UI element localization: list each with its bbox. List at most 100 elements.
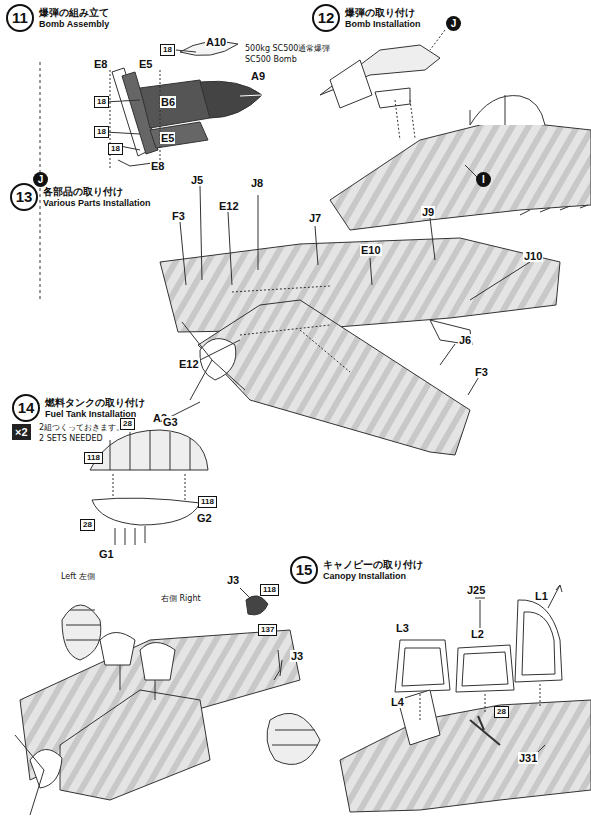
bomb-parts bbox=[200, 81, 262, 118]
bomb-parts bbox=[105, 50, 196, 150]
wing-plan-view bbox=[430, 320, 472, 345]
step-title-en: Canopy Installation bbox=[323, 571, 423, 582]
step-title-jp: 爆弾の組み立て bbox=[39, 7, 109, 19]
step-title-jp: 燃料タンクの取り付け bbox=[45, 397, 145, 409]
part-label: J10 bbox=[523, 250, 543, 262]
paint-number: 118 bbox=[198, 496, 217, 508]
step-heading: 爆弾の取り付けBomb Installation bbox=[345, 7, 421, 30]
wing-tank-installation bbox=[15, 588, 320, 815]
fuel-tank-parts bbox=[92, 498, 200, 525]
step-heading: 各部品の取り付けVarious Parts Installation bbox=[43, 186, 151, 209]
part-label: E8 bbox=[93, 58, 108, 70]
bomb-parts bbox=[140, 80, 210, 128]
part-label: J25 bbox=[466, 584, 486, 596]
part-label: L3 bbox=[395, 622, 410, 634]
paint-number: 28 bbox=[80, 519, 95, 531]
canopy-parts bbox=[462, 652, 508, 686]
bomb-parts bbox=[240, 95, 262, 96]
fuselage-bomb-installation bbox=[330, 120, 591, 230]
part-label: L4 bbox=[390, 696, 405, 708]
part-label: E12 bbox=[218, 200, 240, 212]
canopy-parts bbox=[470, 716, 500, 745]
wing-tank-installation bbox=[30, 749, 62, 788]
fuselage-bomb-installation bbox=[375, 88, 410, 108]
step-heading: キャノピーの取り付けCanopy Installation bbox=[323, 559, 423, 582]
part-label: G2 bbox=[196, 512, 213, 524]
canopy-parts bbox=[420, 684, 540, 720]
part-label: J3 bbox=[226, 574, 240, 586]
fuselage-bomb-installation bbox=[430, 30, 445, 50]
part-label: G3 bbox=[162, 416, 179, 428]
paint-number: 18 bbox=[160, 44, 175, 56]
step-header: 15キャノピーの取り付けCanopy Installation bbox=[290, 556, 423, 584]
fuselage-bomb-installation bbox=[320, 30, 591, 230]
fuselage-bomb-installation bbox=[395, 100, 415, 140]
note-text: Left 左側 bbox=[60, 572, 96, 582]
fuselage-bomb-installation bbox=[330, 60, 372, 108]
wing-plan-view bbox=[160, 186, 560, 455]
step-title-jp: 各部品の取り付け bbox=[43, 186, 151, 198]
canopy-parts bbox=[522, 612, 555, 675]
wing-tank-installation bbox=[60, 690, 210, 800]
step-header: 11爆弾の組み立てBomb Assembly bbox=[6, 4, 109, 32]
wing-plan-view bbox=[168, 186, 530, 418]
part-label: J31 bbox=[518, 752, 538, 764]
canopy-parts bbox=[515, 600, 562, 682]
part-label: J8 bbox=[250, 177, 264, 189]
wing-tank-installation bbox=[274, 650, 280, 680]
wing-tank-installation bbox=[100, 633, 135, 666]
canopy-parts bbox=[402, 648, 444, 686]
part-label: F3 bbox=[171, 210, 186, 222]
paint-number: 118 bbox=[260, 584, 279, 596]
paint-number: 118 bbox=[84, 452, 103, 464]
part-label: A9 bbox=[250, 70, 266, 82]
paint-number: 28 bbox=[120, 418, 135, 430]
fuel-tank-parts bbox=[115, 526, 145, 545]
part-label: L1 bbox=[534, 590, 549, 602]
part-label: F3 bbox=[474, 366, 489, 378]
part-label: J5 bbox=[190, 174, 204, 186]
paint-number: 18 bbox=[94, 126, 109, 138]
step-header: 12爆弾の取り付けBomb Installation bbox=[312, 4, 421, 32]
part-label: E12 bbox=[178, 358, 200, 370]
part-label: J6 bbox=[458, 334, 472, 346]
quantity-text: ×2 bbox=[15, 426, 28, 438]
callout-letter: J bbox=[446, 16, 461, 31]
canopy-parts bbox=[395, 640, 450, 692]
wing-plan-view bbox=[160, 238, 560, 332]
wing-tank-installation bbox=[120, 665, 155, 700]
wing-tank-installation bbox=[272, 730, 318, 745]
step-title-jp: 爆弾の取り付け bbox=[345, 7, 421, 19]
step-title-en: Various Parts Installation bbox=[43, 198, 151, 209]
step-number: 15 bbox=[290, 556, 318, 584]
canopy-parts bbox=[456, 645, 514, 692]
step-title-jp: キャノピーの取り付け bbox=[323, 559, 423, 571]
canopy-parts bbox=[548, 585, 562, 608]
step-heading: 爆弾の組み立てBomb Assembly bbox=[39, 7, 109, 30]
wing-tank-installation bbox=[62, 605, 101, 660]
wing-plan-view bbox=[232, 286, 350, 372]
callout-letter: I bbox=[476, 172, 491, 187]
step-number: 13 bbox=[10, 183, 38, 211]
note-text: 2 SETS NEEDED bbox=[38, 434, 104, 444]
wing-tank-installation bbox=[246, 596, 268, 615]
fuselage-bomb-installation bbox=[470, 96, 545, 125]
part-label: E10 bbox=[360, 244, 382, 256]
wing-tank-installation bbox=[15, 735, 44, 815]
part-label: J7 bbox=[308, 212, 322, 224]
fuselage-bomb-installation bbox=[470, 95, 505, 125]
step-number: 11 bbox=[6, 4, 34, 32]
part-label: J9 bbox=[421, 206, 435, 218]
canopy-parts bbox=[340, 700, 591, 812]
fuel-tank-parts bbox=[90, 430, 208, 470]
quantity-box: ×2 bbox=[12, 424, 31, 440]
callout-letter: J bbox=[33, 172, 48, 187]
fuel-tank-parts bbox=[110, 431, 190, 470]
step-title-en: Bomb Installation bbox=[345, 19, 421, 30]
part-label: A10 bbox=[205, 36, 227, 48]
canopy-parts bbox=[340, 585, 591, 812]
paint-number: 137 bbox=[258, 624, 277, 636]
fuel-tank-parts bbox=[113, 474, 185, 500]
note-text: 2組つくっておきます。 bbox=[38, 423, 125, 433]
wing-tank-installation bbox=[66, 610, 100, 640]
